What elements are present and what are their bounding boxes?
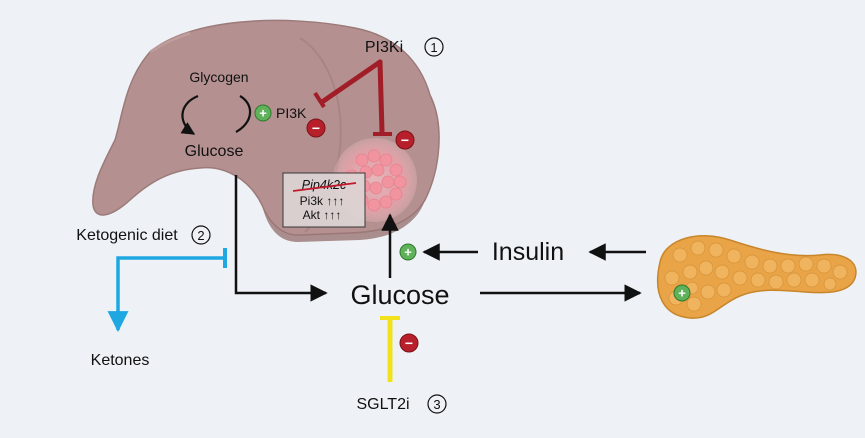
insulin-label: Insulin	[492, 238, 564, 266]
minus-badge-icon: −	[395, 130, 415, 150]
pi3k-up-label: Pi3k ↑↑↑	[300, 194, 345, 208]
tumor-gene-box: Pip4k2c Pi3k ↑↑↑ Akt ↑↑↑	[282, 172, 366, 228]
ketogenic-arrows	[107, 248, 227, 333]
svg-text:+: +	[259, 106, 267, 121]
sglt2i-inhibition	[380, 316, 400, 382]
plus-badge-icon: +	[399, 243, 417, 261]
svg-text:−: −	[312, 120, 320, 136]
ketogenic-number-badge: 2	[191, 225, 211, 245]
pi3ki-label: PI3Ki	[365, 39, 403, 56]
pancreas-illustration	[656, 235, 857, 319]
minus-badge-icon: −	[306, 118, 326, 138]
sglt2i-label: SGLT2i	[356, 396, 409, 413]
akt-up-label: Akt ↑↑↑	[303, 208, 342, 222]
sglt2i-number-badge: 3	[427, 394, 447, 414]
svg-text:1: 1	[430, 40, 437, 55]
pi3ki-number-badge: 1	[424, 37, 444, 57]
glucose-main-label: Glucose	[350, 280, 449, 310]
liver-glucose-label: Glucose	[185, 143, 244, 160]
ketogenic-diet-label: Ketogenic diet	[76, 227, 178, 244]
cycle-arrows-icon	[180, 94, 252, 135]
pi3ki-inhibition-arrows	[319, 59, 385, 135]
plus-badge-icon: +	[254, 104, 272, 122]
svg-text:−: −	[405, 335, 413, 351]
pi3k-label: PI3K	[276, 105, 307, 121]
svg-text:2: 2	[197, 228, 204, 243]
svg-text:+: +	[404, 245, 412, 260]
arrow-icon	[234, 175, 328, 302]
minus-badge-icon: −	[399, 333, 419, 353]
ketones-label: Ketones	[91, 352, 150, 369]
liver-glycogen-label: Glycogen	[189, 69, 248, 85]
svg-text:−: −	[401, 132, 409, 148]
plus-badge-icon: +	[673, 284, 691, 302]
svg-text:3: 3	[433, 397, 440, 412]
inhibition-bar-icon	[313, 91, 392, 136]
svg-text:+: +	[678, 286, 686, 301]
strikethrough-line	[292, 182, 357, 192]
